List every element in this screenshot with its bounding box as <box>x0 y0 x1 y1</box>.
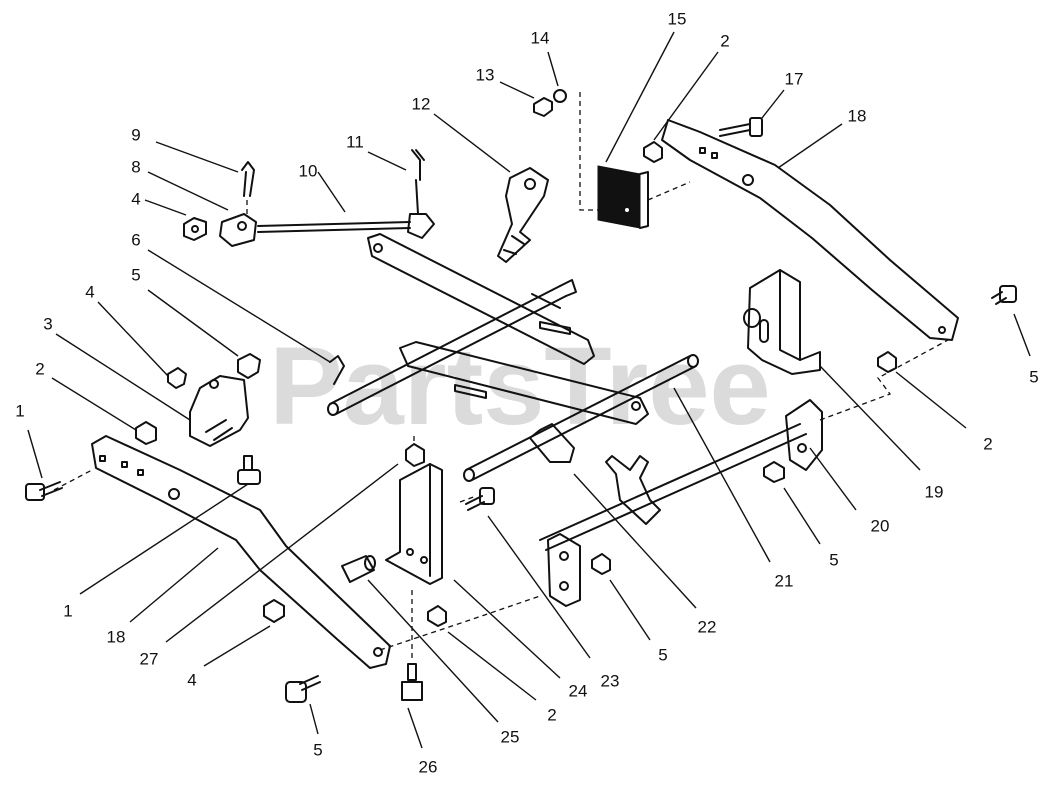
pad-15 <box>579 90 691 229</box>
callout-27: 27 <box>140 649 159 668</box>
nut-2-lower <box>427 605 447 627</box>
callouts: 9 8 4 10 11 12 13 14 15 2 17 18 6 5 4 3 … <box>15 9 1038 776</box>
callout-10: 10 <box>299 161 318 180</box>
callout-14: 14 <box>531 28 550 47</box>
callout-5-a: 5 <box>131 265 140 284</box>
assembly-line-3 <box>819 339 949 421</box>
bracket-24 <box>385 463 443 585</box>
callout-1-a: 1 <box>15 401 24 420</box>
callout-13: 13 <box>476 65 495 84</box>
clevis-8 <box>219 213 257 247</box>
bracket-12 <box>497 167 549 263</box>
shaft-upper <box>327 279 577 416</box>
nut-5-right <box>763 461 785 483</box>
lift-arm-right <box>661 119 959 341</box>
fork-arm <box>605 455 661 525</box>
pivot-shaft-20 <box>539 399 823 551</box>
callout-17: 17 <box>785 69 804 88</box>
nut-13-14 <box>533 89 567 117</box>
watermark: PartsTree <box>269 325 770 448</box>
nut-2-right <box>877 351 897 373</box>
bolt-17 <box>719 117 763 137</box>
callout-4-a: 4 <box>85 282 94 301</box>
axle-plate-lower <box>399 321 649 425</box>
bolt-5-lower <box>285 675 321 703</box>
nut-4-upper <box>183 217 207 241</box>
bracket-19 <box>743 269 821 375</box>
callout-4-b: 4 <box>187 670 196 689</box>
nut-5-left <box>237 353 261 379</box>
lift-arm-left <box>91 435 391 669</box>
bolt-23 <box>465 487 495 511</box>
callout-2-a: 2 <box>35 359 44 378</box>
callout-6: 6 <box>131 230 140 249</box>
spacer-25 <box>341 555 376 583</box>
callout-21: 21 <box>775 571 794 590</box>
callout-1-b: 1 <box>63 601 72 620</box>
callout-2-b: 2 <box>547 705 556 724</box>
callout-22: 22 <box>698 617 717 636</box>
assembly-line-2 <box>379 595 541 651</box>
callout-18-b: 18 <box>107 627 126 646</box>
shaft-lower <box>463 354 699 482</box>
callout-8: 8 <box>131 157 140 176</box>
callout-25: 25 <box>501 727 520 746</box>
assembly-line-1 <box>53 469 93 491</box>
callout-5-b: 5 <box>313 740 322 759</box>
nut-5-mid <box>591 553 611 575</box>
callout-11: 11 <box>346 132 364 151</box>
callout-5-r: 5 <box>1029 367 1038 386</box>
bolt-1 <box>25 481 63 501</box>
cotter-pin-6 <box>329 355 345 385</box>
nut-27 <box>405 436 425 467</box>
bolt-1-lower <box>237 455 261 485</box>
callout-23: 23 <box>601 671 620 690</box>
callout-5-m: 5 <box>829 550 838 569</box>
pin-9 <box>241 161 255 214</box>
callout-2-top: 2 <box>720 31 729 50</box>
callout-2-r: 2 <box>983 434 992 453</box>
nut-2-left <box>135 421 157 445</box>
nut-2-top <box>643 141 663 163</box>
callout-26: 26 <box>419 757 438 776</box>
bolt-5-right <box>991 285 1017 305</box>
leader-lines <box>27 31 1031 749</box>
axle-plate-upper <box>367 233 595 365</box>
assembly-line-4 <box>459 495 477 503</box>
callout-4: 4 <box>131 189 140 208</box>
end-plate <box>547 533 581 607</box>
callout-15: 15 <box>668 9 687 28</box>
callout-18-top: 18 <box>848 106 867 125</box>
callout-19: 19 <box>925 482 944 501</box>
callout-20: 20 <box>871 516 890 535</box>
bracket-3 <box>189 375 249 447</box>
callout-5-n: 5 <box>658 645 667 664</box>
rod-10 <box>257 149 435 239</box>
callout-24: 24 <box>569 681 588 700</box>
callout-3: 3 <box>43 314 52 333</box>
nut-4-lower <box>263 599 285 623</box>
callout-9: 9 <box>131 125 140 144</box>
bolt-26 <box>401 590 423 701</box>
nut-4-left <box>167 367 187 389</box>
callout-12: 12 <box>412 94 431 113</box>
